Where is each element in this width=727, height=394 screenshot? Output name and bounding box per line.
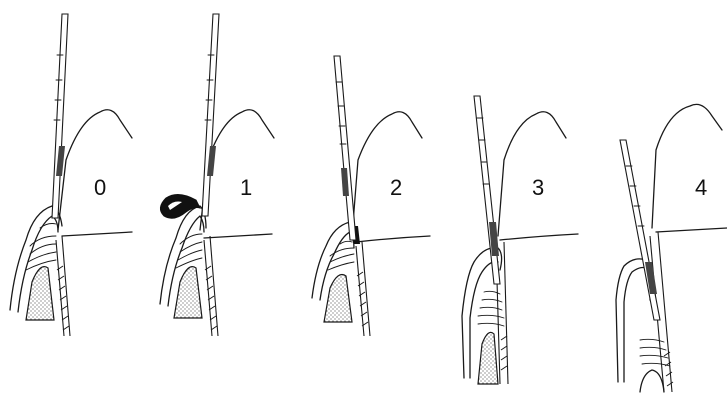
- stage-1-bleeding-drop: [160, 194, 200, 218]
- stage-0-figure: 0: [10, 14, 132, 336]
- stage-0-label: 0: [94, 175, 106, 200]
- stage-2-crown: [352, 112, 422, 236]
- stage-3-root-hatch: [501, 336, 507, 370]
- stage-4-figure: 4: [616, 104, 727, 392]
- stage-1-cej-line: [204, 234, 272, 238]
- stage-4-label: 4: [695, 175, 707, 200]
- stage-4-crown: [652, 104, 722, 228]
- stage-4-alveolar-bone: [640, 370, 664, 392]
- stage-3-alveolar-bone: [478, 332, 498, 384]
- stage-1-figure: 1: [160, 14, 274, 336]
- stage-3-cej-line: [500, 234, 578, 240]
- stage-0-cej-line: [62, 232, 132, 236]
- stage-2-figure: 2: [312, 56, 430, 336]
- stage-2-cej-line: [356, 236, 430, 242]
- stage-1-label: 1: [240, 175, 252, 200]
- stage-1-alveolar-bone: [174, 267, 202, 318]
- stage-3-figure: 3: [462, 96, 578, 384]
- stage-4-cej-line: [656, 228, 727, 232]
- stage-3-label: 3: [532, 175, 544, 200]
- stage-0-crown: [58, 110, 132, 230]
- stage-1-probe: [202, 14, 219, 216]
- stage-0-probe: [52, 14, 68, 218]
- stage-4-probe: [620, 140, 660, 320]
- stage-2-probe: [334, 56, 356, 240]
- stage-2-alveolar-bone: [324, 275, 352, 323]
- stage-3-crown: [498, 112, 566, 236]
- stage-0-alveolar-bone: [26, 267, 54, 320]
- stage-2-label: 2: [390, 175, 402, 200]
